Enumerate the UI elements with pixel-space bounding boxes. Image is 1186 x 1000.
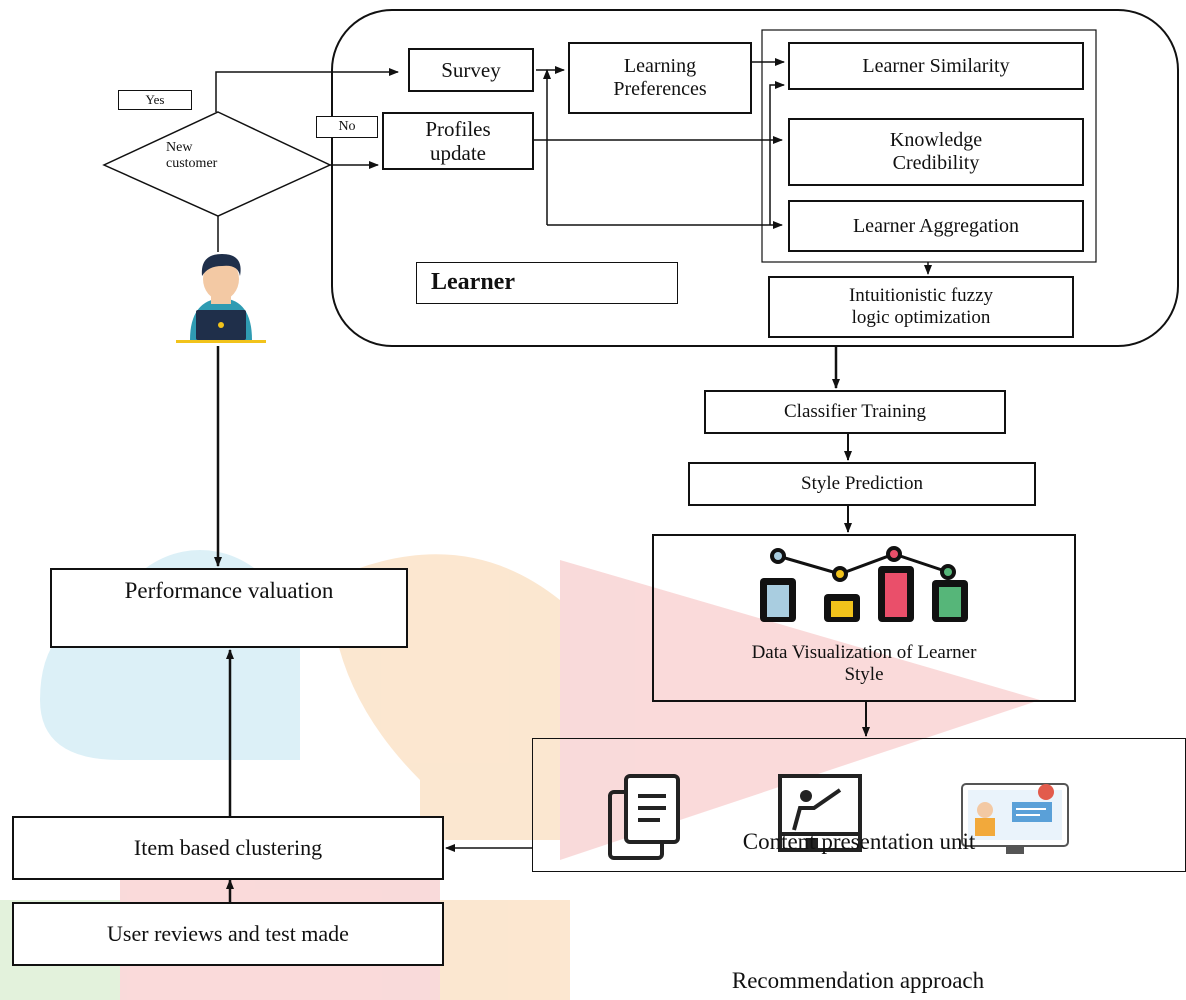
survey-box: Survey: [408, 48, 534, 92]
profiles-update-label: Profiles update: [425, 116, 491, 165]
learner-title: Learner: [431, 269, 515, 296]
fuzzy-optimization-box: Intuitionistic fuzzy logic optimization: [768, 276, 1074, 338]
learning-preferences-box: Learning Preferences: [568, 42, 752, 114]
user-reviews-label: User reviews and test made: [107, 921, 349, 947]
knowledge-credibility-box: Knowledge Credibility: [788, 118, 1084, 186]
style-prediction-box: Style Prediction: [688, 462, 1036, 506]
knowledge-credibility-label: Knowledge Credibility: [889, 129, 983, 174]
learner-title-box: Learner: [416, 262, 678, 304]
data-visualization-label: Data Visualization of Learner Style: [751, 642, 977, 686]
arrow-yes-survey: [215, 68, 399, 112]
fuzzy-optimization-label: Intuitionistic fuzzy logic optimization: [848, 285, 994, 328]
yes-label: Yes: [145, 91, 165, 107]
item-clustering-label: Item based clustering: [133, 835, 323, 861]
content-presentation-box: Content presentation unit: [532, 738, 1186, 872]
classifier-training-label: Classifier Training: [784, 401, 926, 423]
learner-aggregation-label: Learner Aggregation: [852, 214, 1020, 237]
learner-person-icon: [166, 252, 270, 346]
content-presentation-label: Content presentation unit: [742, 828, 976, 854]
learner-similarity-box: Learner Similarity: [788, 42, 1084, 90]
no-label: No: [338, 118, 356, 134]
yes-label-box: Yes: [118, 90, 192, 110]
no-label-box: No: [316, 116, 378, 138]
performance-valuation-label: Performance valuation: [124, 578, 334, 603]
data-visualization-box: Data Visualization of Learner Style: [652, 534, 1076, 702]
bracket-similarity: [769, 81, 785, 225]
classifier-training-box: Classifier Training: [704, 390, 1006, 434]
online-class-icon: [961, 783, 1069, 854]
style-prediction-label: Style Prediction: [801, 473, 923, 495]
watermark-orange-bottom: [440, 900, 570, 1000]
user-reviews-box: User reviews and test made: [12, 902, 444, 966]
profiles-update-box: Profiles update: [382, 112, 534, 170]
recommendation-approach-label: Recommendation approach: [570, 968, 1146, 994]
teacher-board-icon: [778, 774, 862, 852]
new-customer-label: New customer: [166, 140, 218, 171]
books-icon: [608, 774, 680, 860]
learner-similarity-label: Learner Similarity: [862, 54, 1010, 77]
learner-metrics-group: [761, 29, 1097, 263]
item-clustering-box: Item based clustering: [12, 816, 444, 880]
learner-aggregation-box: Learner Aggregation: [788, 200, 1084, 252]
performance-valuation-box: Performance valuation: [50, 568, 408, 648]
learning-preferences-label: Learning Preferences: [613, 55, 707, 100]
chart-icon: [760, 546, 968, 622]
survey-label: Survey: [441, 57, 501, 82]
